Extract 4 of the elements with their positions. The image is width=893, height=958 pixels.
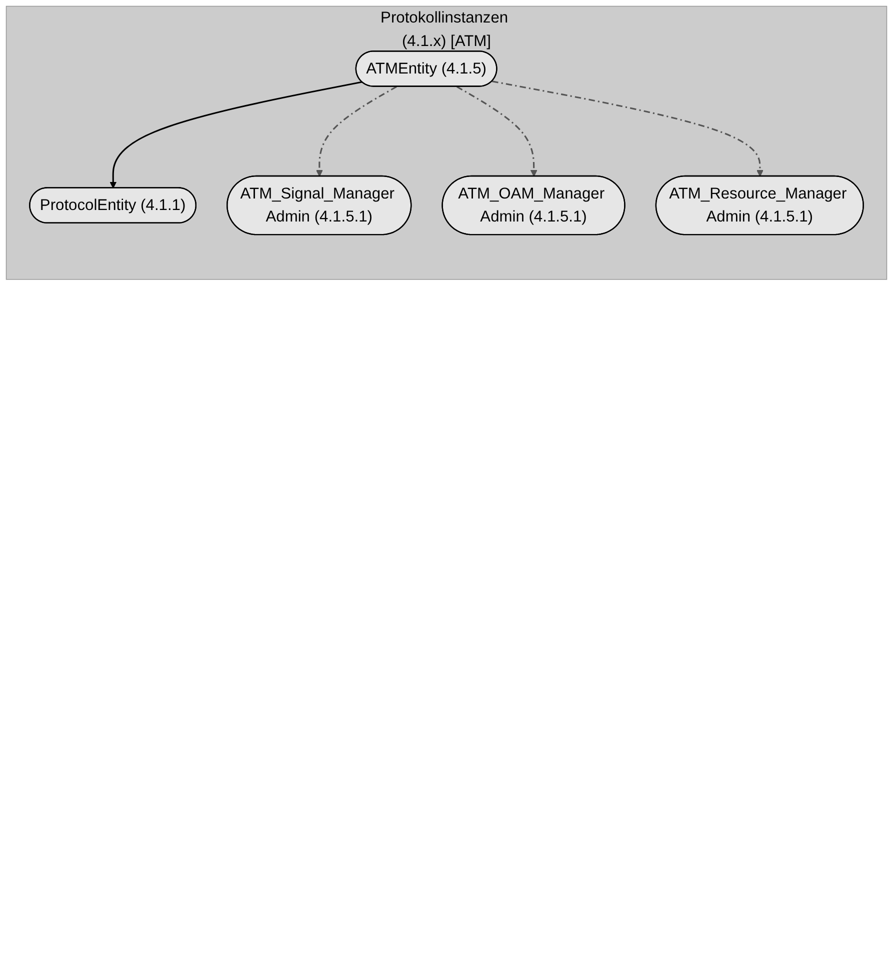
arrow (492, 80, 764, 177)
arrow (110, 81, 362, 188)
arrow (316, 86, 397, 177)
arrow (456, 86, 538, 177)
